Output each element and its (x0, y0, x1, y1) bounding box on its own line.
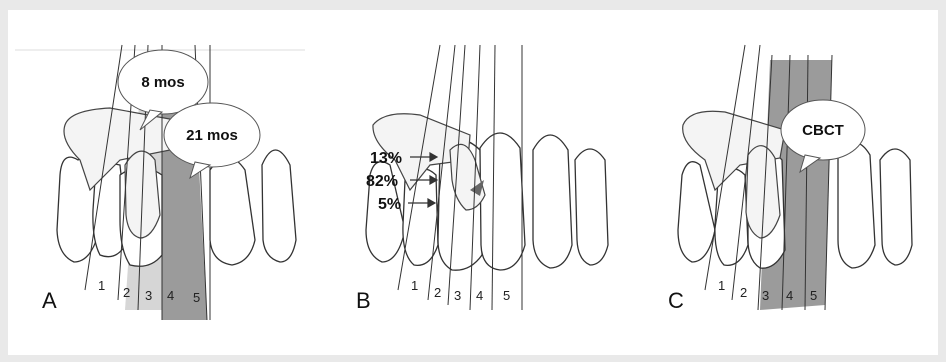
zone-label: 5 (810, 288, 817, 303)
tooth-incisor-a4 (262, 150, 296, 262)
zone-label: 4 (476, 288, 483, 303)
zone-label: 4 (167, 288, 174, 303)
tooth-incisor-c5 (880, 149, 912, 265)
bubble-label-cbct: CBCT (802, 122, 844, 139)
zone-label: 5 (503, 288, 510, 303)
zone-label: 5 (193, 290, 200, 305)
zone-label: 2 (434, 285, 441, 300)
zone-label: 4 (786, 288, 793, 303)
tooth-incisor-a3 (210, 158, 255, 266)
tooth-incisor-b4 (480, 133, 525, 270)
panel-a: 8 mos 21 mos 1 2 3 4 5 A (15, 45, 305, 320)
percentage-82: 82% (366, 173, 398, 190)
panel-label-a: A (42, 288, 57, 313)
zone-label: 3 (762, 288, 769, 303)
zone-label: 1 (411, 278, 418, 293)
percentage-13: 13% (370, 150, 402, 167)
tooth-incisor-c4 (838, 143, 875, 269)
bubble-label-8-mos: 8 mos (141, 74, 184, 91)
panel-label-b: B (356, 288, 371, 313)
tooth-incisor-b6 (575, 149, 608, 265)
panel-b: 13% 82% 5% 1 2 3 4 5 B (356, 45, 608, 313)
zone-label: 2 (740, 285, 747, 300)
zone-label: 3 (454, 288, 461, 303)
percentage-5: 5% (378, 196, 401, 213)
panel-label-c: C (668, 288, 684, 313)
zone-label: 1 (718, 278, 725, 293)
tooth-lateral-c1 (678, 162, 715, 262)
zone-label: 3 (145, 288, 152, 303)
panel-c: CBCT 1 2 3 4 5 C (668, 45, 912, 313)
bubble-label-21-mos: 21 mos (186, 127, 238, 144)
zone-label: 1 (98, 278, 105, 293)
zone-label: 2 (123, 285, 130, 300)
tooth-incisor-b5 (533, 135, 572, 268)
